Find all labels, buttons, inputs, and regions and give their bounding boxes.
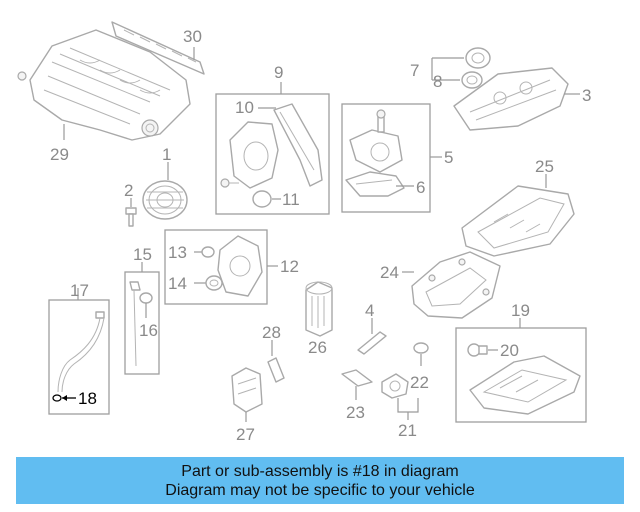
dipstick-tube-17 bbox=[57, 311, 105, 393]
callout-16[interactable]: 16 bbox=[139, 321, 158, 340]
callout-24[interactable]: 24 bbox=[380, 263, 399, 282]
box-17 bbox=[48, 299, 110, 415]
callout-28[interactable]: 28 bbox=[262, 323, 281, 342]
parts-diagram: 30 29 1 2 9 10 11 5 bbox=[17, 21, 591, 444]
box-5 bbox=[341, 103, 431, 213]
callout-10[interactable]: 10 bbox=[235, 98, 254, 117]
arrow-18-icon bbox=[62, 395, 67, 401]
callout-26[interactable]: 26 bbox=[308, 338, 327, 357]
callout-27[interactable]: 27 bbox=[236, 425, 255, 444]
part-23 bbox=[341, 369, 373, 387]
upper-oil-pan-25 bbox=[461, 185, 575, 257]
valve-cover-3 bbox=[453, 67, 569, 131]
part-27 bbox=[231, 367, 263, 413]
seal-13-shape bbox=[201, 246, 215, 258]
leader-7-8 bbox=[431, 57, 464, 81]
callout-29[interactable]: 29 bbox=[50, 145, 69, 164]
info-banner: Part or sub-assembly is #18 in diagram D… bbox=[16, 457, 624, 504]
callout-18[interactable]: 18 bbox=[78, 389, 97, 408]
oil-filter-26 bbox=[305, 281, 333, 337]
vacuum-pump-assembly bbox=[345, 109, 405, 197]
box-12 bbox=[164, 229, 268, 305]
seal-22 bbox=[413, 342, 429, 354]
callout-22[interactable]: 22 bbox=[410, 373, 429, 392]
callout-21[interactable]: 21 bbox=[398, 421, 417, 440]
callout-7[interactable]: 7 bbox=[410, 61, 419, 80]
banner-line-2: Diagram may not be specific to your vehi… bbox=[165, 482, 475, 499]
drain-plug-20 bbox=[467, 343, 488, 357]
callout-25[interactable]: 25 bbox=[535, 157, 554, 176]
part-28 bbox=[267, 357, 285, 383]
o-ring-18 bbox=[52, 394, 62, 402]
callout-9[interactable]: 9 bbox=[274, 63, 283, 82]
callout-2[interactable]: 2 bbox=[124, 181, 133, 200]
callout-13[interactable]: 13 bbox=[168, 243, 187, 262]
callout-30[interactable]: 30 bbox=[183, 27, 202, 46]
leader-21 bbox=[397, 398, 419, 420]
banner-line-1: Part or sub-assembly is #18 in diagram bbox=[181, 463, 459, 480]
callout-8[interactable]: 8 bbox=[433, 72, 442, 91]
callout-4[interactable]: 4 bbox=[365, 301, 374, 320]
callout-3[interactable]: 3 bbox=[582, 86, 591, 105]
callout-20[interactable]: 20 bbox=[500, 341, 519, 360]
oil-filler-cap-7 bbox=[465, 47, 491, 69]
seal-14-shape bbox=[205, 275, 223, 291]
callout-11[interactable]: 11 bbox=[282, 190, 300, 209]
oil-pan-cover-24 bbox=[411, 251, 501, 319]
bracket-4 bbox=[357, 331, 387, 355]
callout-17[interactable]: 17 bbox=[70, 281, 89, 300]
oil-pump-12 bbox=[217, 235, 263, 297]
crank-pulley-1 bbox=[142, 180, 188, 220]
oil-level-sensor-21 bbox=[381, 373, 409, 399]
lower-oil-pan-19 bbox=[469, 355, 581, 415]
intake-gasket-30 bbox=[111, 21, 205, 75]
callout-12[interactable]: 12 bbox=[280, 257, 299, 276]
callout-1[interactable]: 1 bbox=[162, 145, 171, 164]
box-9 bbox=[215, 93, 330, 215]
callout-14[interactable]: 14 bbox=[168, 274, 187, 293]
seal-11-shape bbox=[252, 190, 272, 208]
callout-5[interactable]: 5 bbox=[444, 148, 453, 167]
intake-manifold-29 bbox=[17, 29, 191, 141]
timing-cover-10 bbox=[220, 103, 323, 189]
box-19 bbox=[455, 327, 587, 423]
pulley-bolt-2 bbox=[125, 207, 137, 227]
callout-19[interactable]: 19 bbox=[511, 301, 530, 320]
callout-23[interactable]: 23 bbox=[346, 403, 365, 422]
cap-seal-8 bbox=[461, 71, 483, 89]
callout-6[interactable]: 6 bbox=[416, 178, 425, 197]
callout-15[interactable]: 15 bbox=[133, 245, 152, 264]
